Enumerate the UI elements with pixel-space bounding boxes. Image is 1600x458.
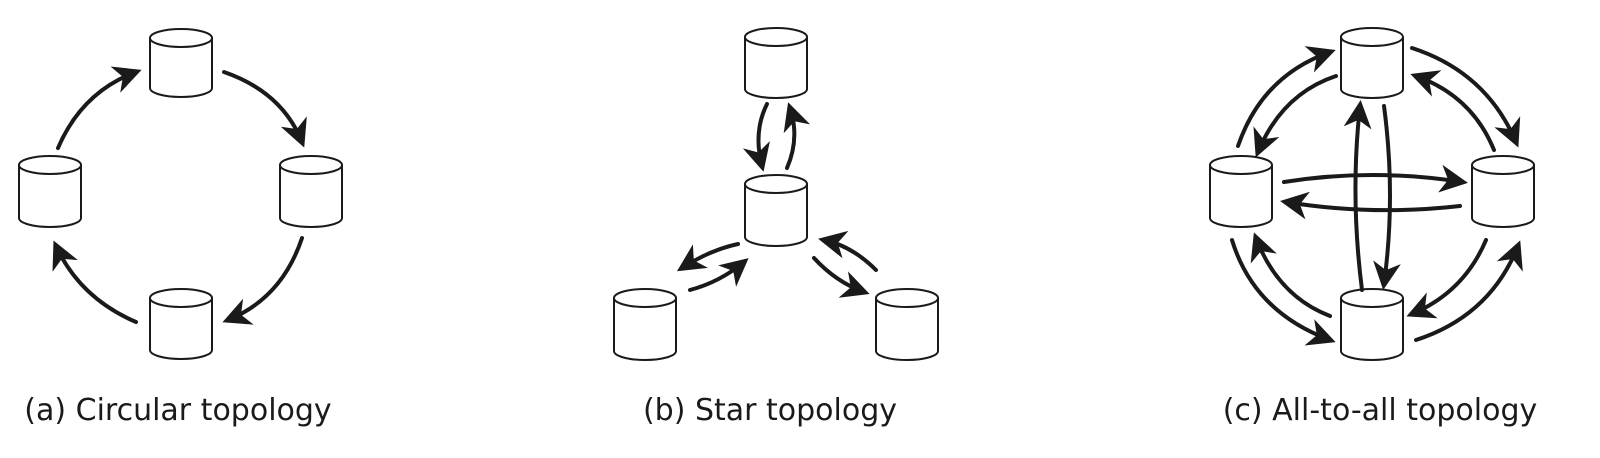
arrow-icon [222, 70, 307, 148]
database-cylinder-icon [279, 155, 343, 228]
arrow-icon [818, 230, 878, 272]
arrow-icon [1236, 46, 1336, 148]
database-cylinder-icon [875, 288, 939, 361]
arrow-icon [222, 236, 304, 325]
database-cylinder-icon [149, 288, 213, 360]
circular-topology-diagram [18, 28, 343, 360]
arrow-icon [1406, 238, 1488, 319]
star-topology-caption: (b) Star topology [642, 393, 898, 428]
arrow-icon [1373, 104, 1401, 290]
arrow-icon [676, 242, 740, 272]
database-cylinder-icon [1340, 288, 1404, 361]
arrow-icon [1253, 74, 1338, 158]
star-topology-diagram [613, 27, 939, 361]
database-cylinder-icon [1209, 155, 1273, 228]
all-to-all-topology-caption: (c) All-to-all topology [1222, 393, 1538, 428]
arrow-icon [1250, 232, 1332, 318]
database-cylinder-icon [744, 174, 808, 247]
arrow-icon [1410, 46, 1521, 148]
arrow-icon [1343, 100, 1372, 292]
arrow-icon [56, 66, 142, 150]
database-cylinder-icon [149, 28, 213, 98]
arrow-icon [1280, 191, 1462, 220]
database-cylinder-icon [744, 27, 808, 99]
database-cylinder-icon [613, 288, 677, 361]
arrow-icon [688, 258, 749, 292]
arrow-icon [812, 256, 870, 298]
database-cylinder-icon [18, 155, 82, 228]
database-cylinder-icon [1471, 155, 1535, 228]
arrow-icon [742, 102, 770, 172]
arrow-icon [1410, 70, 1496, 152]
arrow-icon [1414, 240, 1523, 342]
all-to-all-topology-diagram [1209, 27, 1535, 361]
database-cylinder-icon [1340, 27, 1404, 99]
arrow-icon [52, 240, 138, 324]
circular-topology-caption: (a) Circular topology [24, 393, 332, 428]
arrow-icon [1230, 238, 1336, 346]
arrow-icon [783, 102, 811, 170]
arrow-icon [1282, 164, 1468, 193]
